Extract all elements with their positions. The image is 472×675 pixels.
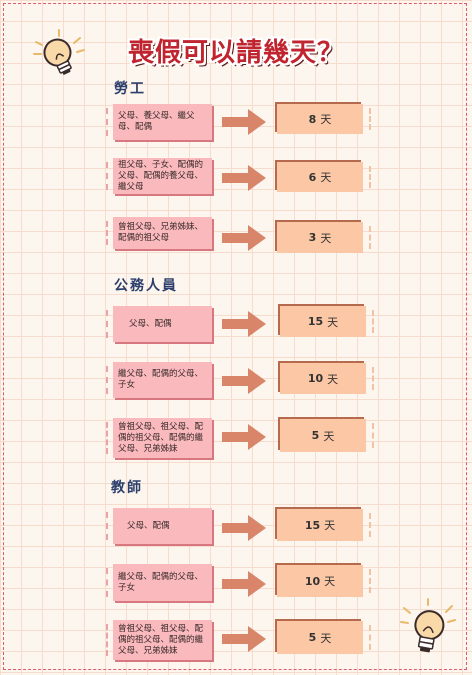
arrow-right-icon	[222, 225, 266, 251]
days-unit: 天	[320, 113, 332, 126]
arrow-right-icon	[222, 571, 266, 597]
days-value: 15	[307, 315, 324, 328]
days-unit: 天	[324, 519, 336, 532]
relatives-box: 曾祖父母、祖父母、配偶的祖父母、配偶的繼父母、兄弟姊妹	[106, 620, 212, 660]
days-unit: 天	[320, 231, 332, 245]
relatives-box: 祖父母、子女、配偶的父母、配偶的養父母、繼父母	[106, 158, 212, 194]
lightbulb-icon	[400, 598, 456, 653]
arrow-right-icon	[222, 515, 266, 541]
arrow-right-icon	[222, 109, 266, 135]
relatives-box: 曾祖父母、兄弟姊妹、配偶的祖父母	[106, 217, 212, 249]
days-value: 6	[308, 170, 317, 184]
section-title: 公務人員	[114, 278, 178, 294]
arrow-right-icon	[222, 424, 266, 450]
page-title: 喪假可以請幾天？	[127, 38, 344, 68]
days-unit: 天	[327, 315, 339, 329]
arrow-right-icon	[222, 311, 266, 337]
arrow-right-icon	[222, 626, 266, 652]
relatives-box: 繼父母、配偶的父母、子女	[106, 564, 212, 601]
relatives-box: 父母、養父母、繼父母、配偶	[106, 104, 212, 140]
days-unit: 天	[320, 631, 332, 645]
relatives-box: 父母、配偶	[106, 508, 212, 544]
arrow-right-icon	[222, 368, 266, 394]
days-value: 3	[308, 231, 317, 244]
relatives-box: 父母、配偶	[106, 306, 212, 342]
days-value: 5	[311, 429, 320, 442]
days-value: 10	[304, 574, 321, 588]
relatives-box: 曾祖父母、祖父母、配偶的祖父母、配偶的繼父母、兄弟姊妹	[106, 418, 212, 458]
days-unit: 天	[324, 575, 336, 588]
arrow-right-icon	[222, 165, 266, 191]
days-unit: 天	[327, 372, 339, 386]
days-value: 10	[307, 372, 324, 385]
days-value: 8	[308, 112, 317, 126]
lightbulb-icon	[33, 29, 85, 75]
days-value: 5	[308, 631, 317, 644]
days-unit: 天	[323, 429, 335, 443]
section-title: 教師	[111, 480, 143, 496]
days-value: 15	[304, 518, 321, 532]
section-title: 勞工	[114, 81, 146, 97]
days-unit: 天	[320, 171, 332, 184]
relatives-box: 繼父母、配偶的父母、子女	[106, 362, 212, 398]
page-border	[3, 3, 467, 670]
